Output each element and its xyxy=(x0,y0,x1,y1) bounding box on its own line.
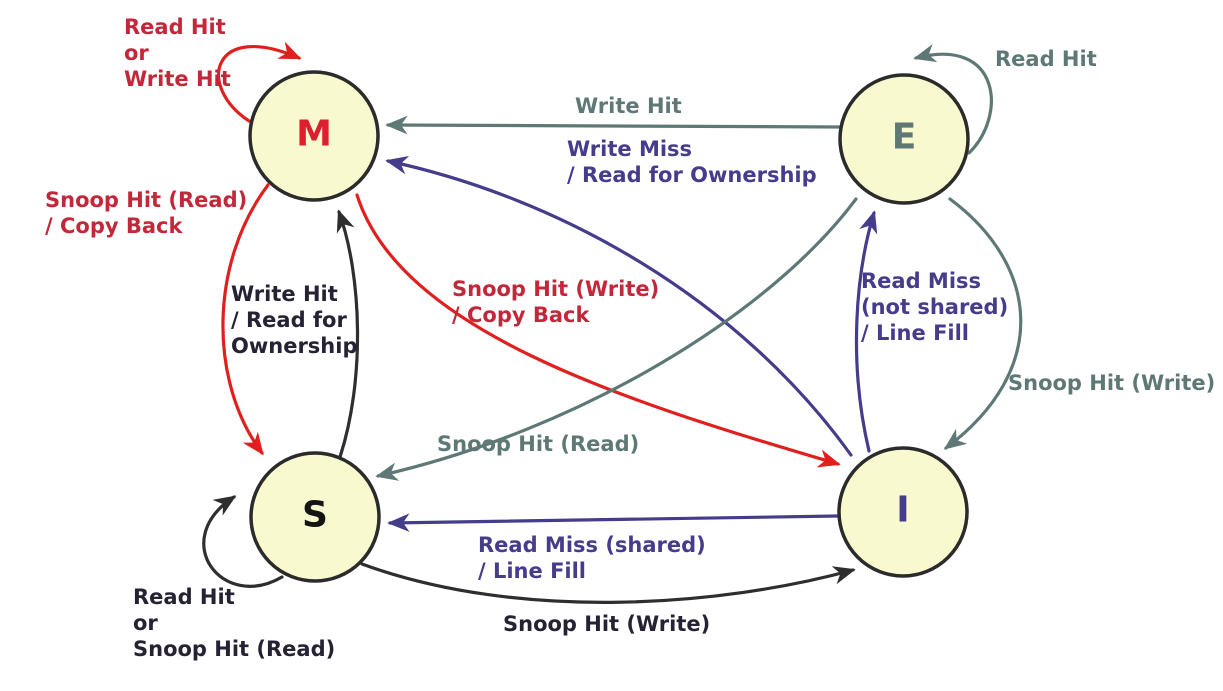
arrow-m-to-s xyxy=(221,183,270,456)
edge-label-s-self: Read Hit or Snoop Hit (Read) xyxy=(133,585,336,661)
edge-label-m-to-s: Snoop Hit (Read) / Copy Back xyxy=(45,188,248,238)
arrow-i-to-s xyxy=(387,513,840,533)
state-label-m: M xyxy=(296,113,332,155)
arrow-e-to-m xyxy=(385,115,843,135)
state-label-i: I xyxy=(896,489,910,531)
edge-label-i-to-s: Read Miss (shared) / Line Fill xyxy=(478,533,706,583)
edge-label-s-to-m: Write Hit / Read for Ownership xyxy=(231,282,358,358)
arrow-m-to-i xyxy=(355,193,841,468)
edge-label-s-to-i: Snoop Hit (Write) xyxy=(503,612,711,636)
edge-label-e-self: Read Hit xyxy=(995,47,1097,71)
arrow-s-to-m xyxy=(336,209,360,459)
arrow-m-self xyxy=(216,41,302,123)
state-label-s: S xyxy=(302,494,328,536)
arrow-e-self xyxy=(913,44,993,155)
arrow-i-to-m xyxy=(385,156,853,457)
state-node-s xyxy=(249,451,381,583)
state-node-m xyxy=(248,70,380,202)
edge-label-m-self: Read Hit or Write Hit xyxy=(124,15,231,91)
arrow-s-self xyxy=(202,495,284,588)
state-node-e xyxy=(838,73,970,205)
edge-label-e-to-s: Snoop Hit (Read) xyxy=(437,432,640,456)
arrow-e-to-s xyxy=(375,197,858,481)
edge-label-e-to-i: Snoop Hit (Write) xyxy=(1008,371,1216,395)
edge-label-e-to-m: Write Hit xyxy=(575,94,682,118)
arrow-s-to-i xyxy=(360,562,856,604)
state-label-e: E xyxy=(891,116,917,158)
arrow-i-to-e xyxy=(854,210,878,453)
state-node-i xyxy=(837,446,969,578)
arrow-e-to-i xyxy=(943,197,1023,450)
edge-label-i-to-e: Read Miss (not shared) / Line Fill xyxy=(861,269,1009,345)
edge-label-m-to-i: Snoop Hit (Write) / Copy Back xyxy=(452,277,660,327)
edge-label-i-to-m: Write Miss / Read for Ownership xyxy=(567,137,817,187)
